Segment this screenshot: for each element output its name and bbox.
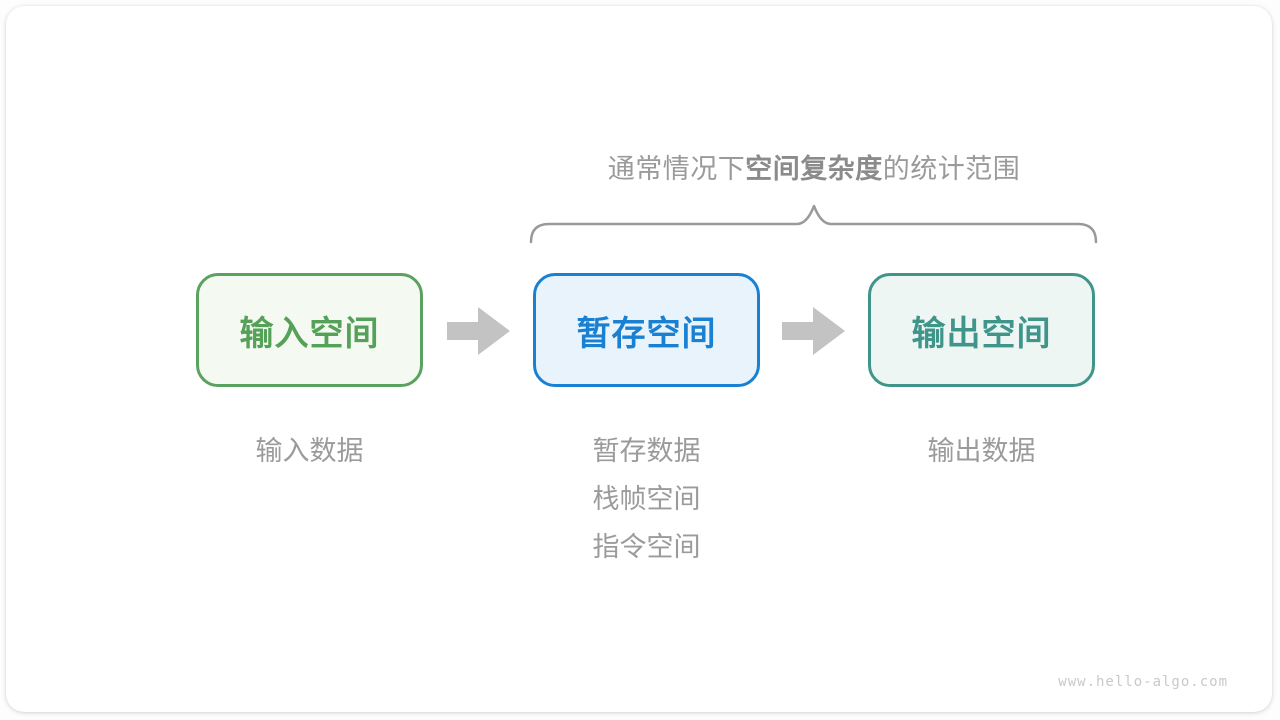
scope-brace-path (529, 204, 1098, 244)
site-watermark: www.hello-algo.com (1058, 674, 1228, 690)
output-space-notes: 输出数据 (868, 427, 1095, 475)
scope-title: 通常情况下空间复杂度的统计范围 (529, 147, 1099, 186)
arrow-right-icon (447, 307, 510, 355)
scope-title-emphasis: 空间复杂度 (745, 154, 883, 184)
arrow-right-icon (782, 307, 845, 355)
temp-space-box: 暂存空间 (533, 273, 760, 387)
note-instruction-space: 指令空间 (592, 532, 701, 562)
note-input-data: 输入数据 (255, 436, 364, 466)
scope-brace (529, 204, 1098, 244)
temp-space-notes: 暂存数据 栈帧空间 指令空间 (533, 427, 760, 571)
diagram-card: 通常情况下空间复杂度的统计范围 输入空间 暂存空间 输出空间 输入数据 暂存数据… (6, 6, 1272, 712)
input-space-box: 输入空间 (196, 273, 423, 387)
input-space-notes: 输入数据 (196, 427, 423, 475)
note-temp-data: 暂存数据 (592, 436, 701, 466)
arrow-right-shape (782, 307, 845, 355)
arrow-right-shape (447, 307, 510, 355)
note-output-data: 输出数据 (927, 436, 1036, 466)
note-stack-frame-space: 栈帧空间 (592, 484, 701, 514)
scope-title-prefix: 通常情况下 (607, 154, 746, 184)
output-space-box: 输出空间 (868, 273, 1095, 387)
scope-title-suffix: 的统计范围 (882, 154, 1021, 184)
